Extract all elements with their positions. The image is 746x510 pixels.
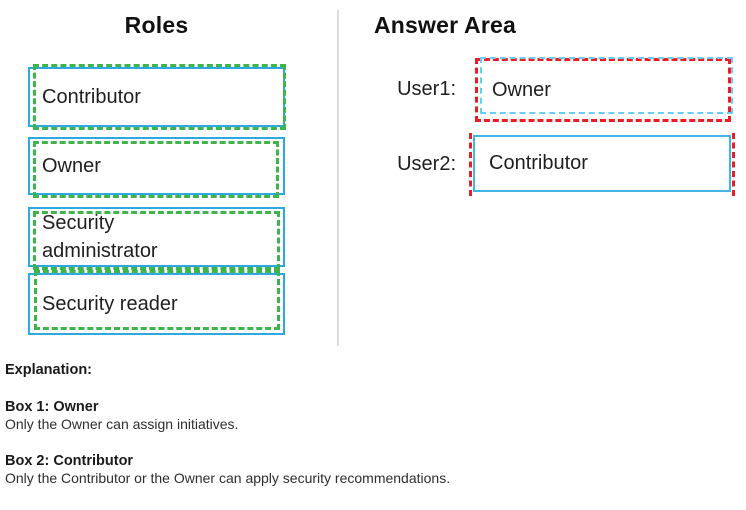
- role-option-label: Security reader: [42, 293, 178, 315]
- explanation-box2-body: Only the Contributor or the Owner can ap…: [5, 470, 451, 486]
- roles-column-title: Roles: [124, 12, 189, 38]
- explanation-box1-title: Box 1: Owner: [5, 399, 99, 415]
- user1-answer-dropzone[interactable]: Owner: [475, 57, 733, 122]
- user1-label: User1:: [397, 78, 456, 100]
- user2-answer-value: Contributor: [489, 152, 588, 174]
- user2-answer-dropzone[interactable]: Contributor: [469, 133, 735, 196]
- role-option-label: Security administrator: [42, 212, 158, 262]
- column-divider: [337, 10, 339, 346]
- role-option-security-reader[interactable]: Security reader: [28, 270, 285, 335]
- explanation-section: Explanation: Box 1: Owner Only the Owner…: [5, 362, 450, 486]
- role-option-label: Contributor: [42, 86, 141, 108]
- explanation-box2-title: Box 2: Contributor: [5, 453, 134, 469]
- role-option-contributor[interactable]: Contributor: [28, 64, 286, 130]
- user2-label: User2:: [397, 153, 456, 175]
- explanation-heading: Explanation:: [5, 362, 93, 378]
- answer-area-title: Answer Area: [374, 12, 516, 38]
- role-option-security-administrator[interactable]: Security administrator: [28, 207, 285, 270]
- user1-answer-value: Owner: [492, 78, 551, 101]
- explanation-box1-body: Only the Owner can assign initiatives.: [5, 416, 239, 432]
- role-option-owner[interactable]: Owner: [28, 137, 285, 198]
- role-option-label: Owner: [42, 155, 101, 177]
